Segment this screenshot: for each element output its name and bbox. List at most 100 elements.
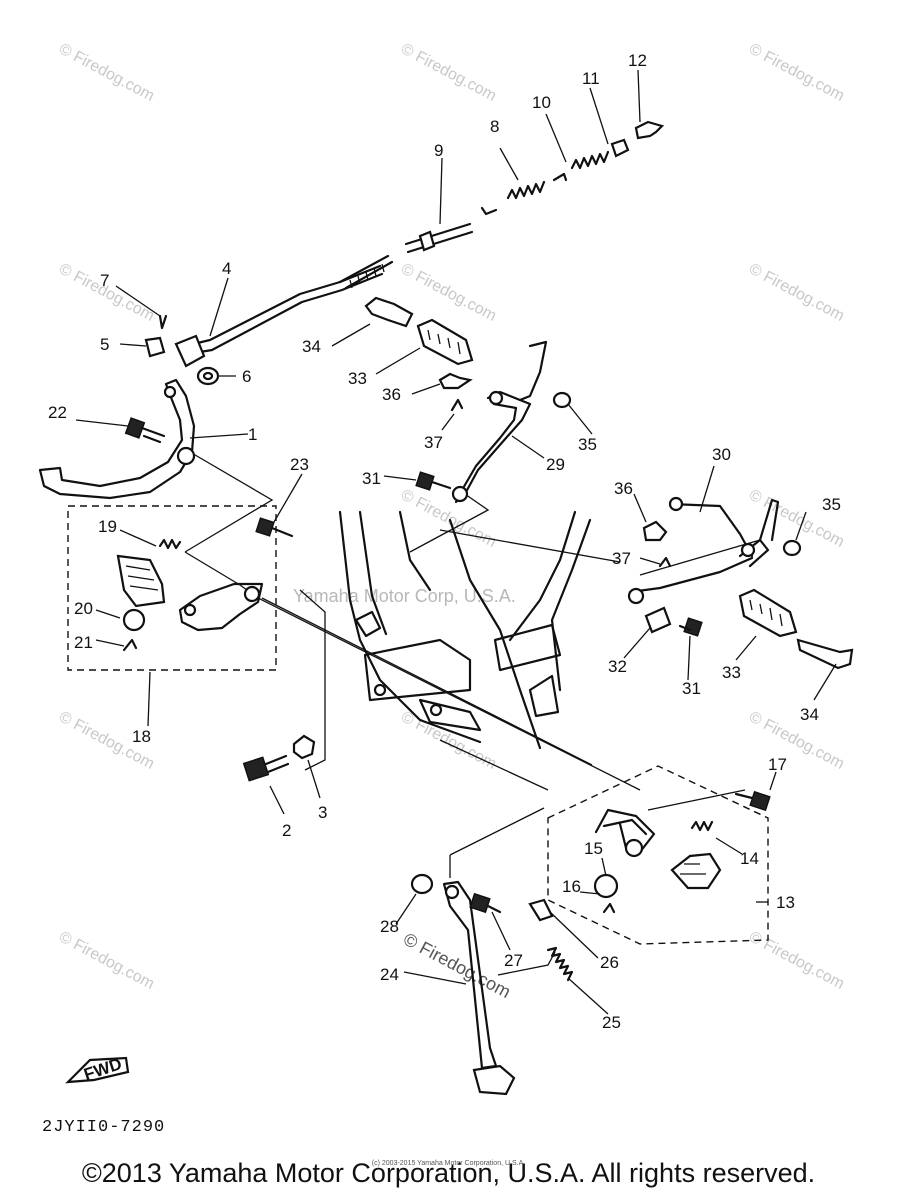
watermark: © Firedog.com	[56, 929, 157, 993]
watermark: © Firedog.com	[56, 41, 157, 105]
bolt-31-lower	[678, 617, 703, 637]
brake-rod	[174, 254, 394, 368]
frame	[338, 510, 592, 750]
callout-36-upper: 36	[382, 385, 401, 404]
bolt-27	[469, 892, 502, 914]
callout-24: 24	[380, 965, 399, 984]
spring-8	[506, 180, 546, 200]
callout-23: 23	[290, 455, 309, 474]
callout-5: 5	[100, 335, 109, 354]
washer-6-hole	[202, 371, 214, 381]
callout-11: 11	[582, 69, 600, 88]
pin-5	[144, 336, 166, 358]
watermark: © Firedog.com	[746, 929, 847, 993]
callout-12: 12	[628, 51, 647, 70]
callout-35-upper: 35	[578, 435, 597, 454]
bracket-26	[528, 898, 554, 922]
callout-28: 28	[380, 917, 399, 936]
tiny-copyright: (c) 2003-2015 Yamaha Motor Corporation, …	[371, 1160, 526, 1167]
callout-26: 26	[600, 953, 619, 972]
fwd-arrow-label: FWD	[81, 1054, 124, 1084]
watermark: © Firedog.com	[398, 487, 499, 551]
bolt-31	[415, 471, 452, 491]
rod-9	[404, 206, 498, 254]
callout-15: 15	[584, 839, 603, 858]
callout-3: 3	[318, 803, 327, 822]
pin-34	[364, 296, 414, 328]
callout-33-upper: 33	[348, 369, 367, 388]
pin-36	[438, 372, 473, 390]
callout-17: 17	[768, 755, 787, 774]
cotter-37-right	[658, 556, 672, 568]
callout-31-lower: 31	[682, 679, 701, 698]
watermark: © Firedog.com	[746, 261, 847, 325]
watermark: © Firedog.com	[398, 41, 499, 105]
callout-6: 6	[242, 367, 251, 386]
callout-18: 18	[132, 727, 151, 746]
callout-10: 10	[532, 93, 551, 112]
diagram-code: 2JYII0-7290	[42, 1118, 166, 1137]
spring-10	[570, 150, 610, 170]
callout-32: 32	[608, 657, 627, 676]
bolt-23	[255, 517, 294, 538]
footpeg-33	[416, 318, 474, 366]
nut-11	[610, 138, 630, 158]
callout-22: 22	[48, 403, 67, 422]
group-box-18	[67, 505, 277, 671]
copyright: ©2013 Yamaha Motor Corporation, U.S.A. A…	[81, 1158, 816, 1188]
callout-25: 25	[602, 1013, 621, 1032]
callout-2: 2	[282, 821, 291, 840]
watermark: © Firedog.com	[746, 41, 847, 105]
nut-35-right	[782, 539, 802, 557]
callout-16: 16	[562, 877, 581, 896]
inline-watermark: © Firedog.com	[400, 929, 514, 1002]
footpeg-33-lower	[738, 588, 798, 638]
callout-20: 20	[74, 599, 93, 618]
callout-1: 1	[248, 425, 257, 444]
callout-9: 9	[434, 141, 443, 160]
cotter-pin-7	[158, 314, 168, 330]
callout-4: 4	[222, 259, 231, 278]
callout-33-lower: 33	[722, 663, 741, 682]
bolt-17	[734, 790, 771, 812]
callout-37-lower: 37	[612, 549, 631, 568]
nut-3	[292, 734, 316, 760]
callout-37-upper: 37	[424, 433, 443, 452]
spring-25	[546, 946, 574, 982]
callout-30: 30	[712, 445, 731, 464]
nut-35	[552, 391, 572, 409]
footrest-18	[116, 538, 264, 652]
clip	[552, 172, 568, 182]
callout-27: 27	[504, 951, 523, 970]
callout-14: 14	[740, 849, 759, 868]
cotter-37	[450, 398, 464, 412]
footrest-bracket-30	[627, 496, 780, 605]
callout-21: 21	[74, 633, 93, 652]
callout-34-upper: 34	[302, 337, 321, 356]
bracket-32	[644, 606, 672, 634]
watermark: © Firedog.com	[398, 709, 499, 773]
callout-13: 13	[776, 893, 795, 912]
bracket-13	[594, 808, 656, 858]
callout-8: 8	[490, 117, 499, 136]
callout-31-upper: 31	[362, 469, 381, 488]
callout-7: 7	[100, 271, 109, 290]
fwd-arrow-icon: FWD	[65, 1054, 130, 1084]
bolt-2	[242, 754, 290, 782]
callout-36-lower: 36	[614, 479, 633, 498]
pin-36-right	[642, 520, 668, 542]
cotter-16	[602, 902, 616, 914]
leader-lines	[75, 69, 837, 1015]
brake-pedal	[38, 378, 196, 500]
callout-19: 19	[98, 517, 117, 536]
watermark: © Firedog.com	[398, 261, 499, 325]
nut-28	[410, 873, 434, 895]
pin-34-lower	[796, 638, 854, 670]
callout-35-lower: 35	[822, 495, 841, 514]
callout-34-lower: 34	[800, 705, 819, 724]
wing-nut-12	[634, 120, 665, 140]
callout-29: 29	[546, 455, 565, 474]
center-watermark: Yamaha Motor Corp, U.S.A.	[293, 586, 516, 606]
footrest-bracket-29	[451, 340, 548, 504]
